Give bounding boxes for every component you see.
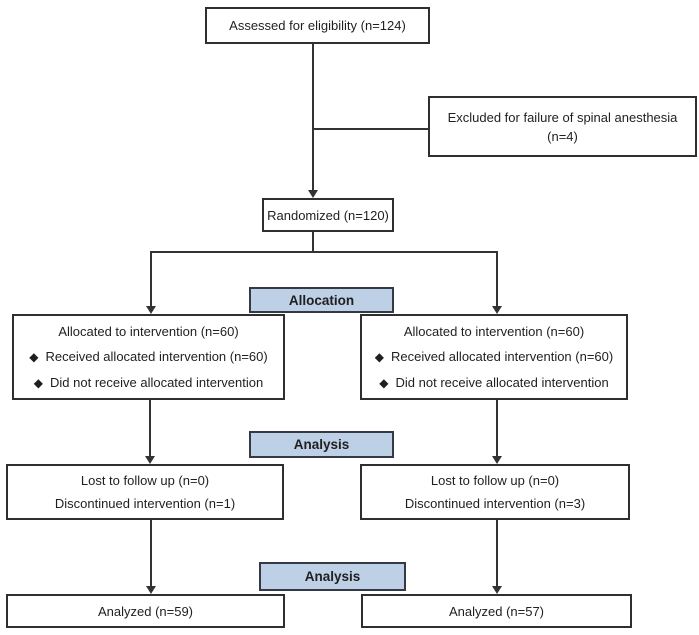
stage-label-analysis-2: Analysis <box>259 562 406 591</box>
connector-split-left <box>150 251 152 307</box>
allocated-left-box: Allocated to intervention (n=60) ◆Receiv… <box>12 314 285 400</box>
arrow-down-icon <box>145 456 155 464</box>
allocated-right-title: Allocated to intervention (n=60) <box>403 324 585 340</box>
followup-left-box: Lost to follow up (n=0) Discontinued int… <box>6 464 284 520</box>
followup-right-line1: Lost to follow up (n=0) <box>430 473 560 488</box>
connector-split-right <box>496 251 498 307</box>
allocated-left-title: Allocated to intervention (n=60) <box>58 324 239 340</box>
allocated-right-bullet-1-text: Received allocated intervention (n=60) <box>391 349 614 365</box>
assessed-eligibility-box: Assessed for eligibility (n=124) <box>205 7 430 44</box>
stage-label-analysis-1: Analysis <box>249 431 394 458</box>
randomized-box: Randomized (n=120) <box>262 198 394 232</box>
stage-label-allocation: Allocation <box>249 287 394 313</box>
diamond-bullet-icon: ◆ <box>33 375 44 390</box>
connector-allocated-to-followup-right <box>496 400 498 457</box>
analysis-2-label-text: Analysis <box>304 569 361 584</box>
assessed-eligibility-text: Assessed for eligibility (n=124) <box>229 18 406 33</box>
analyzed-left-box: Analyzed (n=59) <box>6 594 285 628</box>
allocated-left-bullet-2-text: Did not receive allocated intervention <box>50 374 264 390</box>
allocated-left-bullet-1: ◆ Received allocated intervention (n=60) <box>29 349 267 364</box>
connector-randomized-down <box>312 232 314 252</box>
connector-allocated-to-followup-left <box>149 400 151 457</box>
arrow-down-icon <box>308 190 318 198</box>
allocated-right-bullet-1: ◆ Received allocated intervention (n=60) <box>375 349 613 364</box>
followup-left-line1: Lost to follow up (n=0) <box>80 473 210 488</box>
allocated-right-box: Allocated to intervention (n=60) ◆Receiv… <box>360 314 628 400</box>
allocated-right-bullet-2: ◆ Did not receive allocated intervention <box>379 375 608 390</box>
excluded-box: Excluded for failure of spinal anesthesi… <box>428 96 697 157</box>
allocated-right-bullet-2-text: Did not receive allocated intervention <box>395 374 609 390</box>
connector-followup-to-analyzed-left <box>150 520 152 587</box>
excluded-text-line1: Excluded for failure of spinal anesthesi… <box>447 109 678 125</box>
followup-right-box: Lost to follow up (n=0) Discontinued int… <box>360 464 630 520</box>
excluded-text-line2: (n=4) <box>547 128 578 144</box>
diamond-bullet-icon: ◆ <box>374 350 384 365</box>
analysis-1-label-text: Analysis <box>293 437 350 452</box>
allocated-left-bullet-2: ◆ Did not receive allocated intervention <box>34 375 263 390</box>
arrow-down-icon <box>492 456 502 464</box>
diamond-bullet-icon: ◆ <box>29 350 39 365</box>
arrow-down-icon <box>146 586 156 594</box>
arrow-down-icon <box>492 586 502 594</box>
analyzed-right-box: Analyzed (n=57) <box>361 594 632 628</box>
connector-to-excluded <box>313 128 428 130</box>
allocated-left-bullet-1-text: Received allocated intervention (n=60) <box>45 349 268 365</box>
arrow-down-icon <box>146 306 156 314</box>
connector-assessed-to-randomized <box>312 44 314 191</box>
allocation-label-text: Allocation <box>288 292 355 308</box>
connector-randomization-split <box>151 251 497 253</box>
connector-followup-to-analyzed-right <box>496 520 498 587</box>
arrow-down-icon <box>492 306 502 314</box>
followup-left-line2: Discontinued intervention (n=1) <box>54 496 236 511</box>
diamond-bullet-icon: ◆ <box>379 375 389 390</box>
analyzed-left-text: Analyzed (n=59) <box>97 603 194 619</box>
randomized-text: Randomized (n=120) <box>267 207 389 223</box>
followup-right-line2: Discontinued intervention (n=3) <box>404 496 586 511</box>
analyzed-right-text: Analyzed (n=57) <box>448 603 545 619</box>
